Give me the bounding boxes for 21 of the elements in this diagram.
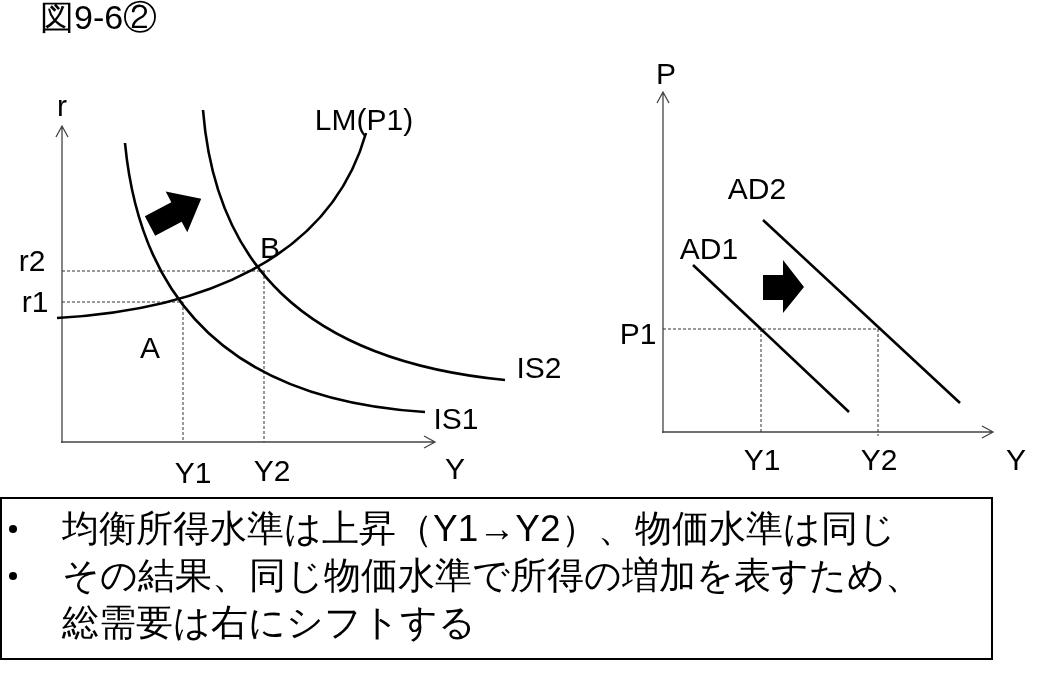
tick-label: r2	[18, 246, 46, 276]
tick-label: r1	[21, 287, 49, 317]
curve-label: AD1	[679, 234, 739, 264]
curve-label: IS1	[433, 404, 479, 434]
tick-label: Y2	[860, 445, 898, 475]
bullet-text: その結果、同じ物価水準で所得の増加を表すため、総需要は右にシフトする	[62, 554, 923, 645]
figure-title: 図9-6②	[40, 0, 158, 34]
tick-label: Y2	[253, 456, 291, 486]
curve-label: AD2	[727, 174, 787, 204]
point-label: A	[140, 333, 160, 363]
curve-label: IS2	[516, 353, 562, 383]
tick-label: Y1	[743, 445, 781, 475]
bullet-text: 均衡所得水準は上昇（Y1→Y2）、物価水準は同じ	[62, 507, 897, 551]
axis-label: Y	[1006, 445, 1026, 475]
axis-label: P	[656, 59, 676, 89]
axis-label: r	[57, 91, 67, 121]
axis-label: Y	[445, 454, 465, 484]
curve-label: LM(P1)	[314, 105, 414, 135]
tick-label: P1	[619, 319, 657, 349]
tick-label: Y1	[174, 458, 212, 488]
text-box	[0, 497, 993, 660]
